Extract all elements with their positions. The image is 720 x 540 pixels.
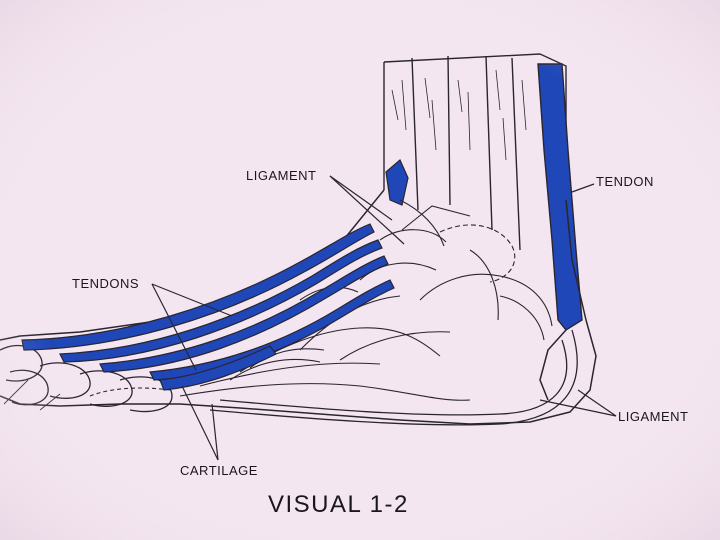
- label-tendon: TENDON: [596, 174, 654, 189]
- label-ligament-top: LIGAMENT: [246, 168, 316, 183]
- figure-caption: VISUAL 1-2: [268, 491, 409, 519]
- label-tendons: TENDONS: [72, 276, 139, 291]
- label-ligament-bottom: LIGAMENT: [618, 409, 688, 424]
- label-cartilage: CARTILAGE: [180, 463, 258, 478]
